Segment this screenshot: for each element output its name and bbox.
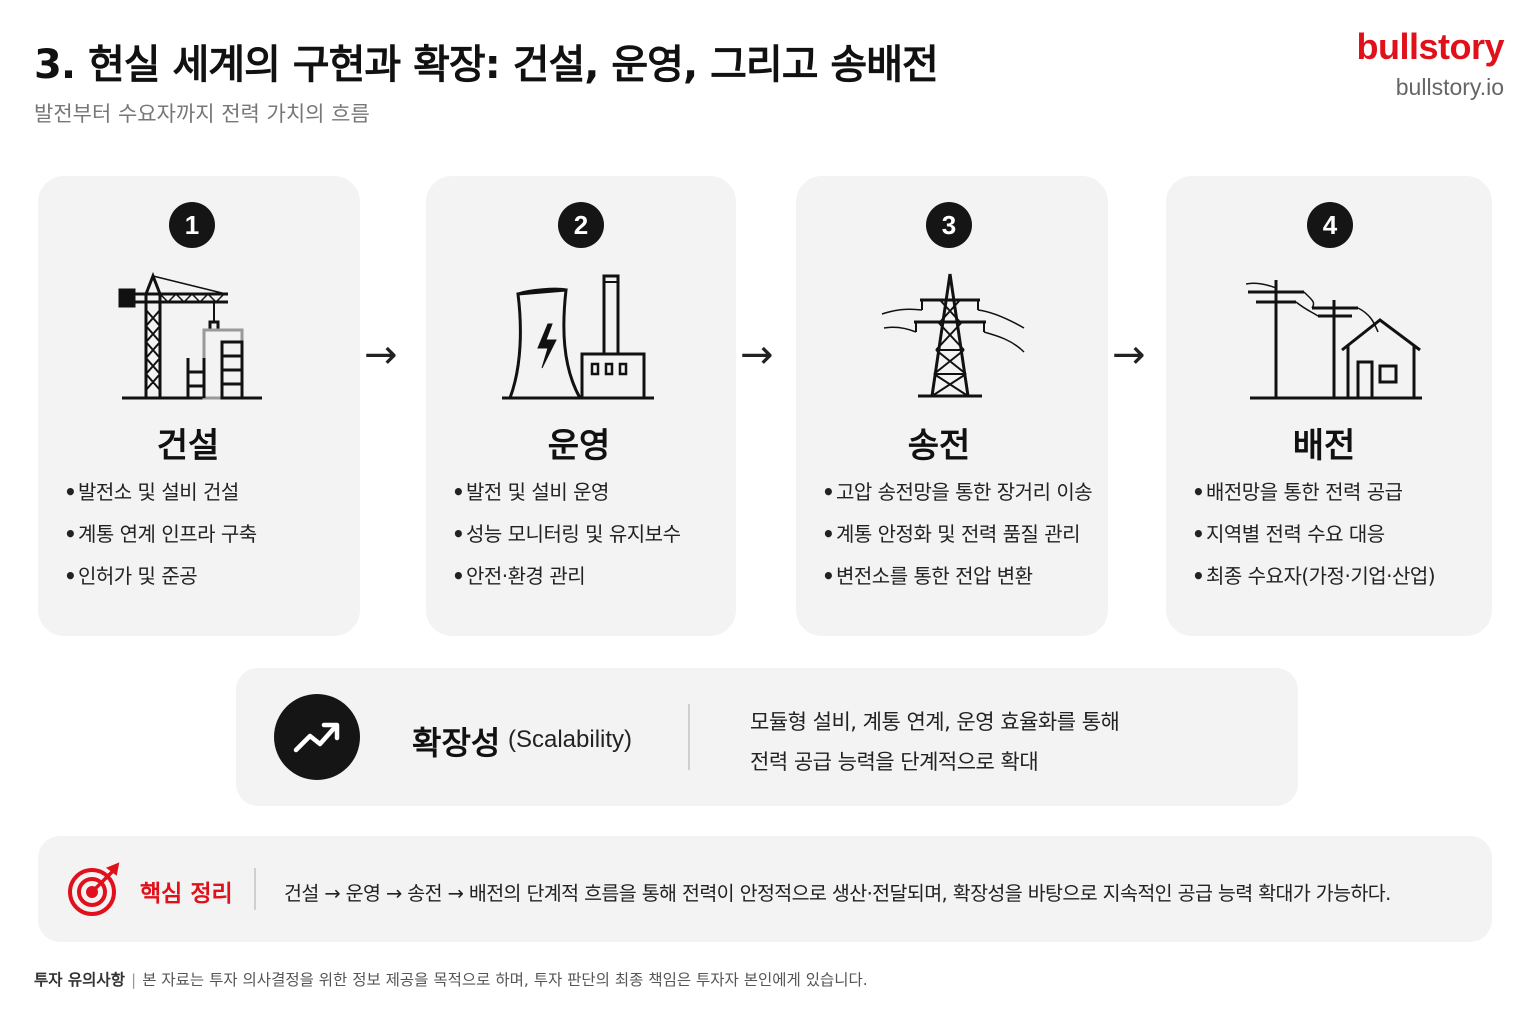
step-title: 송전: [907, 426, 971, 466]
list-item: •배전망을 통한 전력 공급: [1192, 480, 1403, 504]
key-summary-title: 핵심 정리: [140, 881, 233, 907]
divider: [688, 704, 690, 770]
step-card-construction: 1 건설 •발전소 및 설비 건설 •계통 연계 인프라 구축 •인허가 및 준…: [38, 176, 360, 636]
scalability-title-en: (Scalability): [508, 726, 633, 753]
list-item: •최종 수요자(가정·기업·산업): [1192, 564, 1436, 588]
brand-logo: bullstory: [1356, 26, 1504, 67]
disclaimer: 투자 유의사항 | 본 자료는 투자 의사결정을 위한 정보 제공을 목적으로 하며…: [34, 968, 868, 990]
step-title: 배전: [1292, 426, 1356, 466]
list-item: •성능 모니터링 및 유지보수: [452, 522, 681, 546]
step-list: •발전 및 설비 운영 •성능 모니터링 및 유지보수 •안전·환경 관리: [452, 476, 681, 602]
flow-arrow: →: [364, 332, 398, 378]
trend-up-icon: [274, 694, 360, 780]
page-subtitle: 발전부터 수요자까지 전력 가치의 흐름: [34, 102, 370, 126]
power-plant-icon: [502, 274, 654, 400]
scalability-title: 확장성: [412, 724, 501, 762]
list-item: •발전소 및 설비 건설: [64, 480, 239, 504]
step-number-badge: 2: [558, 202, 604, 248]
list-item: •계통 안정화 및 전력 품질 관리: [822, 522, 1081, 546]
step-card-operation: 2 운영 •발전 및 설비 운영 •성능 모니터링 및 유지보수 •안전·환경 …: [426, 176, 736, 636]
construction-crane-icon: [118, 271, 262, 400]
step-list: •고압 송전망을 통한 장거리 이송 •계통 안정화 및 전력 품질 관리 •변…: [822, 476, 1093, 602]
key-summary-text: 건설 → 운영 → 송전 → 배전의 단계적 흐름을 통해 전력이 안정적으로 …: [284, 882, 1391, 905]
target-icon: [68, 862, 120, 916]
step-list: •배전망을 통한 전력 공급 •지역별 전력 수요 대응 •최종 수요자(가정·…: [1192, 476, 1436, 602]
divider: [254, 868, 256, 910]
step-list: •발전소 및 설비 건설 •계통 연계 인프라 구축 •인허가 및 준공: [64, 476, 257, 602]
disclaimer-text: 본 자료는 투자 의사결정을 위한 정보 제공을 목적으로 하며, 투자 판단의…: [142, 971, 868, 989]
disclaimer-separator: |: [130, 971, 137, 989]
brand-url: bullstory.io: [1395, 74, 1504, 100]
disclaimer-title: 투자 유의사항: [34, 971, 125, 989]
list-item: •안전·환경 관리: [452, 564, 586, 588]
scalability-panel: 확장성 (Scalability) 모듈형 설비, 계통 연계, 운영 효율화를…: [236, 668, 1298, 806]
list-item: •고압 송전망을 통한 장거리 이송: [822, 480, 1093, 504]
flow-arrow: →: [1112, 332, 1146, 378]
key-summary-panel: 핵심 정리 건설 → 운영 → 송전 → 배전의 단계적 흐름을 통해 전력이 …: [38, 836, 1492, 942]
step-number-badge: 3: [926, 202, 972, 248]
scalability-description: 모듈형 설비, 계통 연계, 운영 효율화를 통해 전력 공급 능력을 단계적으…: [750, 710, 1120, 774]
list-item: •계통 연계 인프라 구축: [64, 522, 257, 546]
transmission-tower-icon: [881, 273, 1025, 398]
flow-arrow: →: [740, 332, 774, 378]
utility-pole-house-icon: [1246, 280, 1422, 400]
step-number-badge: 1: [169, 202, 215, 248]
step-card-transmission: 3 송전 •고압 송전망을 통한 장거리 이송 •계통 안정화 및 전력 품질 …: [796, 176, 1108, 636]
list-item: •발전 및 설비 운영: [452, 480, 609, 504]
list-item: •지역별 전력 수요 대응: [1192, 522, 1385, 546]
list-item: •인허가 및 준공: [64, 564, 198, 588]
list-item: •변전소를 통한 전압 변환: [822, 564, 1033, 588]
step-title: 건설: [156, 426, 220, 466]
step-title: 운영: [547, 426, 611, 466]
step-card-distribution: 4 배전 •배전망을 통한 전력 공급 •지역별 전력 수요 대응 •최종 수요…: [1166, 176, 1492, 636]
step-number-badge: 4: [1307, 202, 1353, 248]
page-title: 3. 현실 세계의 구현과 확장: 건설, 운영, 그리고 송배전: [34, 42, 939, 88]
